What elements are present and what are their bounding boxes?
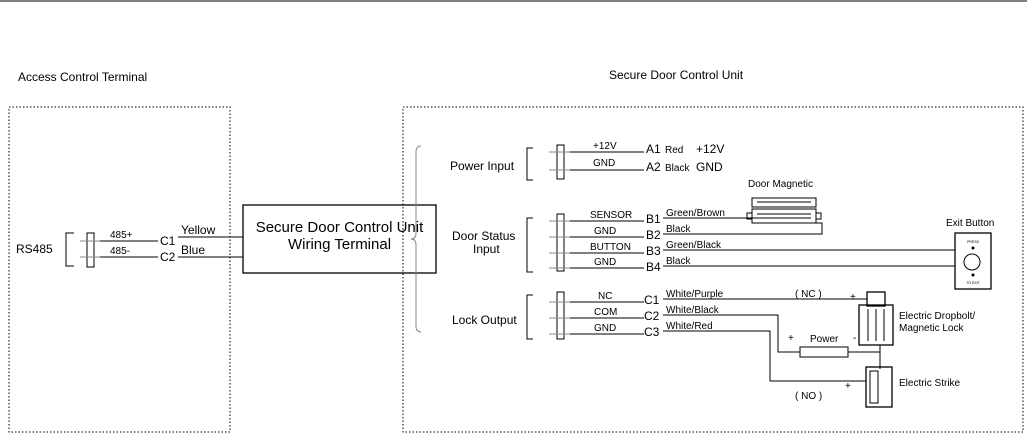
supply-gnd-label: GND bbox=[696, 160, 723, 174]
wire-green-brown: Green/Brown bbox=[666, 208, 725, 219]
dropbolt-label-1: Electric Dropbolt/ bbox=[899, 311, 975, 322]
door-magnetic-sensor-icon bbox=[746, 197, 822, 224]
terminal-b3: B3 bbox=[646, 244, 661, 258]
strike-plus-sign: + bbox=[845, 381, 851, 392]
rs485-label: RS485 bbox=[16, 242, 53, 256]
terminal-a2: A2 bbox=[646, 160, 661, 174]
dropbolt-plus-sign: + bbox=[850, 292, 856, 303]
wire-black-label: Black bbox=[665, 163, 690, 174]
pin-485-minus: 485- bbox=[110, 246, 130, 257]
power-pin-12v: +12V bbox=[593, 141, 617, 152]
exit-button-icon: PRESS TO EXIT bbox=[954, 232, 992, 290]
wire-black-1: Black bbox=[666, 224, 691, 235]
supply-12v-label: +12V bbox=[696, 142, 724, 156]
terminal-a1: A1 bbox=[646, 142, 661, 156]
power-minus-sign: - bbox=[853, 333, 856, 344]
wire-white-black: White/Black bbox=[666, 305, 720, 316]
terminal-panel bbox=[8, 106, 231, 433]
dropbolt-label-2: Magnetic Lock bbox=[899, 323, 964, 334]
terminal-lock-c1: C1 bbox=[644, 293, 660, 307]
wire-green-black: Green/Black bbox=[666, 240, 722, 251]
power-connector bbox=[556, 144, 565, 180]
com-wire bbox=[663, 314, 800, 353]
secure-door-control-unit-title: Secure Door Control Unit bbox=[609, 68, 744, 82]
power-supply-box bbox=[799, 346, 849, 358]
lock-connector bbox=[556, 291, 565, 340]
door-status-label-2: Input bbox=[473, 242, 500, 256]
dropbolt-lock-icon bbox=[858, 291, 894, 346]
wire-black-2: Black bbox=[666, 256, 691, 267]
rs485-bracket bbox=[65, 232, 74, 267]
power-supply-label: Power bbox=[810, 334, 839, 345]
door-status-bracket bbox=[526, 217, 533, 273]
wiring-box-subtitle: Wiring Terminal bbox=[288, 236, 391, 253]
wire-white-red: White/Red bbox=[666, 321, 713, 332]
power-bracket bbox=[526, 147, 533, 181]
door-pin-button: BUTTON bbox=[590, 242, 631, 253]
terminal-lock-c3: C3 bbox=[644, 325, 660, 339]
exit-to-exit-text: TO EXIT bbox=[966, 281, 980, 285]
door-pin-gnd-2: GND bbox=[594, 257, 616, 268]
sensor-gnd-wire bbox=[663, 222, 823, 235]
terminal-lock-c2: C2 bbox=[644, 309, 660, 323]
lock-pin-com: COM bbox=[594, 307, 617, 318]
wire-blue-label: Blue bbox=[181, 243, 205, 257]
power-pin-gnd: GND bbox=[593, 158, 615, 169]
door-status-connector bbox=[556, 213, 565, 272]
wiring-terminal-box bbox=[242, 204, 437, 274]
control-unit-brace bbox=[410, 145, 422, 333]
terminal-b4: B4 bbox=[646, 260, 661, 274]
rs485-connector bbox=[86, 232, 95, 268]
access-control-terminal-title: Access Control Terminal bbox=[18, 70, 147, 84]
exit-press-text: PRESS bbox=[967, 240, 980, 244]
terminal-b1: B1 bbox=[646, 212, 661, 226]
pin-485-plus: 485+ bbox=[110, 230, 133, 241]
wire-white-purple: White/Purple bbox=[666, 289, 724, 300]
power-plus-sign: + bbox=[788, 333, 794, 344]
door-pin-gnd-1: GND bbox=[594, 226, 616, 237]
electric-strike-label: Electric Strike bbox=[899, 378, 961, 389]
wiring-box-title: Secure Door Control Unit bbox=[256, 219, 424, 236]
nc-label: ( NC ) bbox=[795, 289, 822, 300]
door-magnetic-label: Door Magnetic bbox=[748, 179, 813, 190]
no-label: ( NO ) bbox=[795, 391, 822, 402]
lock-pin-gnd: GND bbox=[594, 323, 616, 334]
terminal-b2: B2 bbox=[646, 228, 661, 242]
power-input-label: Power Input bbox=[450, 159, 515, 173]
terminal-c1: C1 bbox=[160, 234, 176, 248]
door-status-label-1: Door Status bbox=[452, 229, 515, 243]
wire-red-label: Red bbox=[665, 145, 683, 156]
exit-button-label: Exit Button bbox=[946, 218, 994, 229]
terminal-c2: C2 bbox=[160, 250, 176, 264]
door-pin-sensor: SENSOR bbox=[590, 210, 632, 221]
gnd-to-strike-wire bbox=[663, 330, 866, 382]
electric-strike-icon bbox=[865, 366, 893, 408]
wire-yellow-label: Yellow bbox=[181, 223, 216, 237]
lock-pin-nc: NC bbox=[598, 291, 612, 302]
lock-output-label: Lock Output bbox=[452, 313, 517, 327]
lock-bracket bbox=[526, 294, 533, 340]
